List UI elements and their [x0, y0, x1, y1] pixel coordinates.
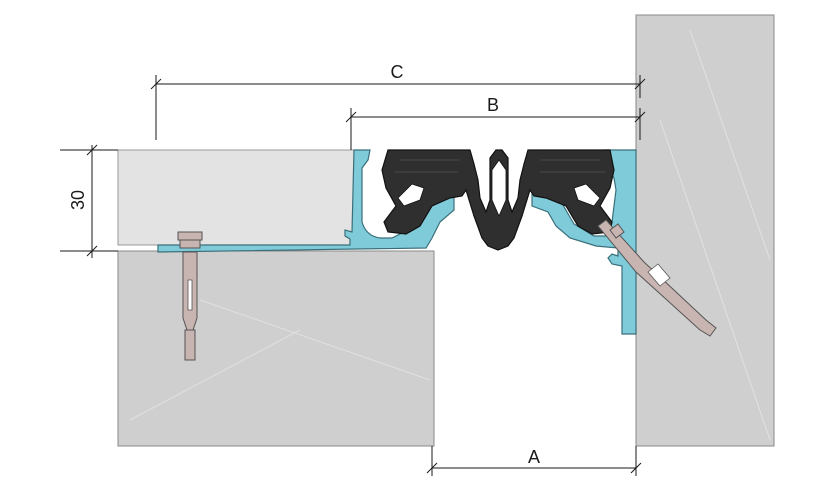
left-aluminium-profile — [157, 149, 455, 253]
dimension-b-label: B — [487, 95, 499, 115]
left-concrete-slab — [117, 250, 435, 447]
dimension-a-label: A — [528, 447, 540, 467]
dimension-c: C — [150, 62, 646, 140]
right-aluminium-profile — [531, 149, 637, 335]
dimension-a: A — [426, 446, 642, 476]
left-anchor-bolt — [177, 231, 203, 361]
dimension-height-label: 30 — [68, 190, 88, 210]
rubber-seal-insert — [381, 149, 615, 251]
right-concrete-wall — [635, 14, 775, 447]
dimension-b: B — [345, 95, 646, 150]
dimension-c-label: C — [391, 62, 404, 82]
screed-layer — [117, 149, 355, 246]
right-anchor-bolt — [597, 219, 717, 337]
dimension-height: 30 — [60, 144, 118, 258]
